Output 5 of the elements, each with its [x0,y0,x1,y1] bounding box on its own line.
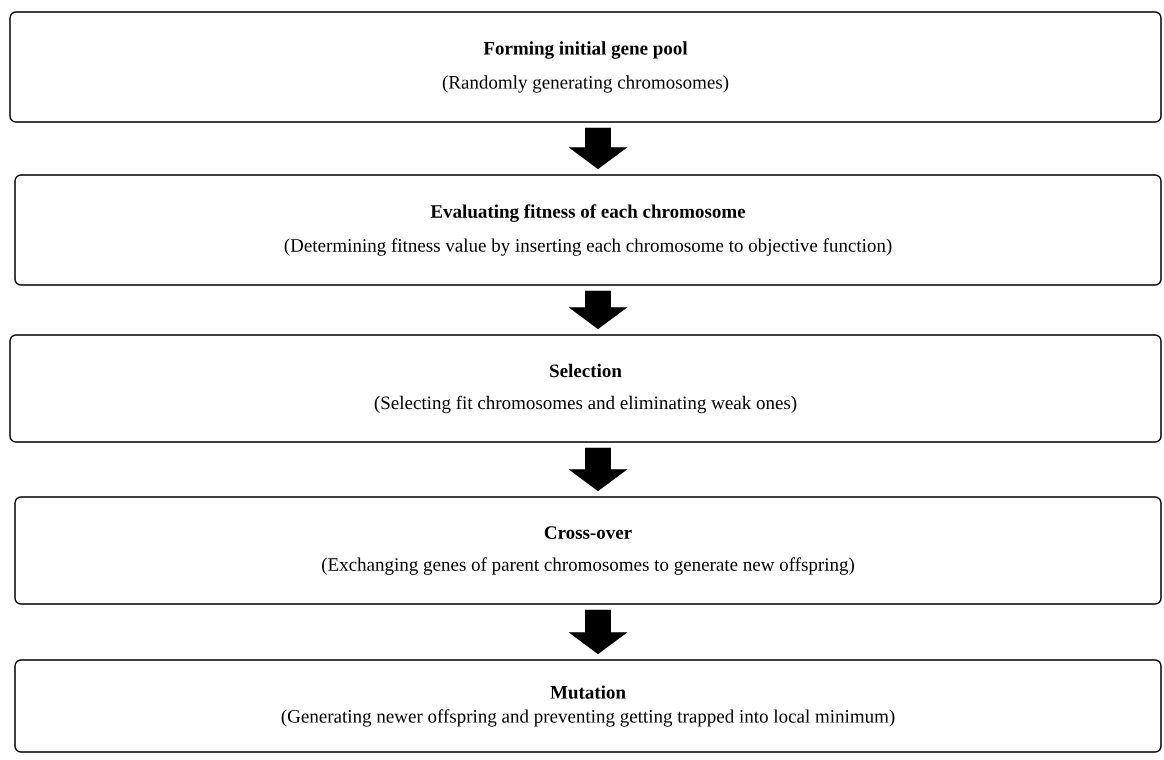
process-box: Cross-over (Exchanging genes of parent chromosomes to generate new offspring) [14,496,1162,605]
process-box: Forming initial gene pool (Randomly generating chromosomes) [9,11,1162,123]
process-box: Selection (Selecting fit chromosomes and eliminating weak ones) [9,334,1162,443]
process-box: Mutation (Generating newer offspring and preventing getting trapped into local minimum) [14,659,1162,753]
process-box: Evaluating fitness of each chromosome (Determining fitness value by inserting each chromosome to objective function) [14,174,1162,286]
